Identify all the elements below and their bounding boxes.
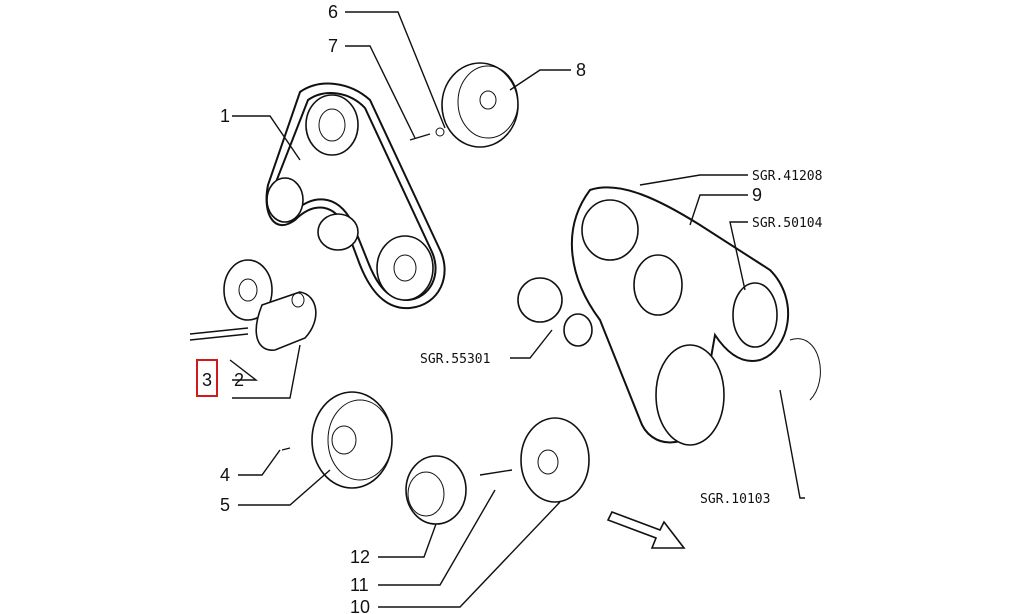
callout-6: 6: [328, 2, 338, 22]
ref-sgr-55301: SGR.55301: [420, 352, 490, 367]
tensioner-pulley: [223, 259, 273, 321]
callout-labels: 1 2 3 4 5 6 7 8 9 10 11 12: [196, 2, 762, 614]
crankshaft-pulley: [311, 391, 393, 489]
reference-labels: SGR.41208 SGR.50104 SGR.55301 SGR.10103: [420, 169, 823, 507]
callout-11: 11: [350, 575, 369, 595]
callout-12: 12: [350, 547, 370, 567]
belt-1-assembly: [265, 82, 446, 310]
callout-2: 2: [234, 370, 244, 390]
callout-7: 7: [328, 36, 338, 56]
callout-3: 3: [202, 370, 212, 390]
engine-idler: [563, 313, 593, 347]
bolt-7: [409, 133, 431, 141]
tensioner-bolt: [189, 327, 249, 335]
engine-pulley-right: [732, 282, 778, 348]
callout-9: 9: [752, 185, 762, 205]
ref-sgr-10103: SGR.10103: [700, 492, 770, 507]
idler-left: [266, 177, 304, 223]
belt-1: [265, 82, 446, 310]
callout-8: 8: [576, 60, 586, 80]
belt-9: [570, 186, 790, 444]
engine-pulley-left: [517, 277, 563, 323]
leader-lines: [229, 11, 805, 608]
ref-sgr-41208: SGR.41208: [752, 169, 822, 184]
pulley-cover-12: [405, 455, 467, 525]
bolt-4: [281, 447, 291, 451]
ref-sgr-50104: SGR.50104: [752, 216, 823, 231]
damper-pulley-10: [520, 417, 590, 503]
engine-pulley-top: [581, 199, 639, 261]
callout-3-highlight: [196, 359, 218, 397]
callout-10: 10: [350, 597, 370, 614]
bolt-11: [479, 469, 513, 476]
direction-arrow: [606, 510, 686, 549]
callout-5: 5: [220, 495, 230, 515]
engine-fan-pulley: [633, 254, 683, 316]
engine-belt-assembly: [517, 186, 821, 446]
crank-pulley-top: [305, 94, 359, 156]
engine-crank-pulley: [655, 344, 725, 446]
tensioner-assembly: [189, 259, 317, 351]
water-pump-pulley: [441, 62, 519, 148]
callout-1: 1: [220, 106, 230, 126]
idler-middle: [317, 213, 359, 251]
callout-4: 4: [220, 465, 230, 485]
washer-6: [435, 127, 445, 137]
alternator-pulley: [376, 235, 434, 301]
